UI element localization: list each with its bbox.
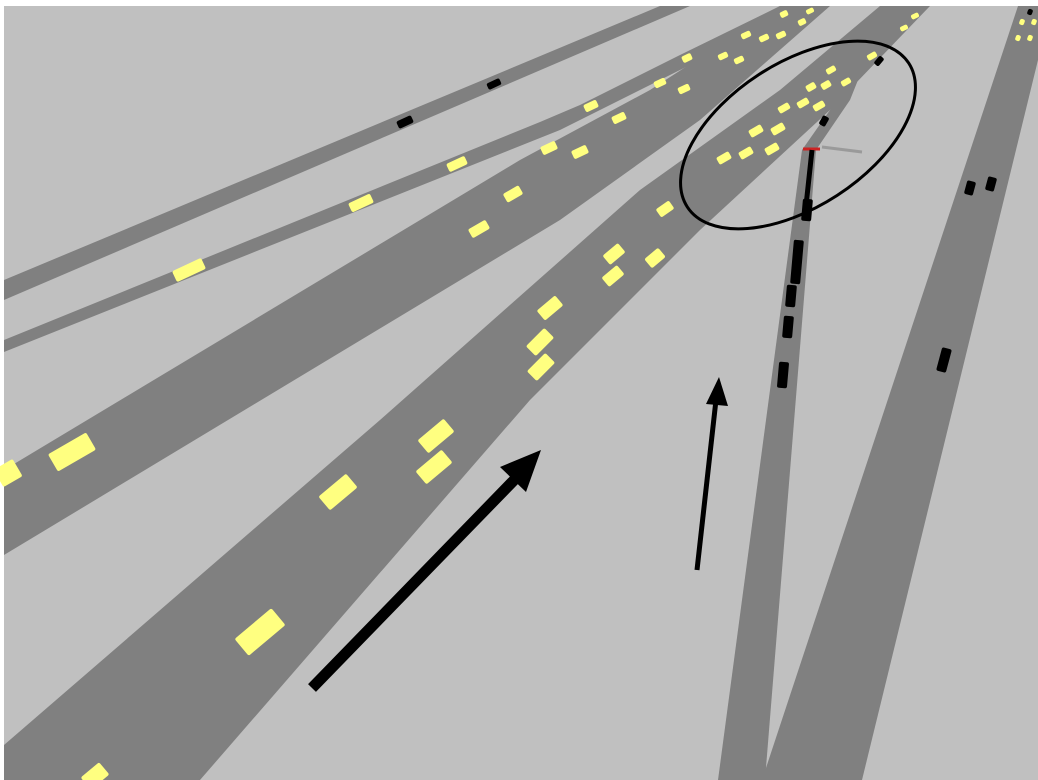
dark-vehicle xyxy=(874,56,884,66)
dark-vehicle xyxy=(782,315,794,339)
highlighted-vehicle xyxy=(899,24,909,32)
highlighted-vehicle xyxy=(540,141,558,155)
road-right xyxy=(762,6,1038,780)
highlighted-vehicle xyxy=(681,53,693,63)
dark-vehicle xyxy=(396,115,414,129)
highlighted-vehicle xyxy=(716,151,732,165)
dark-vehicle xyxy=(964,180,976,196)
highlighted-vehicle xyxy=(770,122,786,136)
dark-vehicle xyxy=(819,115,829,127)
highlighted-vehicle xyxy=(812,100,826,112)
highlighted-vehicle xyxy=(805,7,815,15)
road-merge-connector xyxy=(802,75,860,150)
highlighted-vehicle xyxy=(348,194,374,212)
highlighted-vehicle xyxy=(527,353,555,381)
highlighted-vehicle xyxy=(235,608,285,656)
highlighted-vehicle xyxy=(468,220,490,238)
highlighted-vehicle xyxy=(777,102,791,114)
road-main-left xyxy=(4,6,830,555)
highlighted-vehicle xyxy=(537,296,563,320)
highlighted-vehicle xyxy=(717,51,729,61)
dark-vehicle xyxy=(790,239,804,285)
highlighted-vehicle xyxy=(172,258,206,282)
merge-signal-bar xyxy=(821,145,863,154)
dark-vehicle xyxy=(985,176,997,192)
highlighted-vehicle xyxy=(416,450,452,484)
highlighted-vehicle xyxy=(645,248,665,268)
highlighted-vehicle xyxy=(677,83,691,95)
highlighted-vehicle xyxy=(779,10,789,18)
highlighted-vehicle xyxy=(910,12,920,20)
highlighted-vehicle xyxy=(503,185,523,203)
highlighted-vehicle xyxy=(81,762,109,780)
highlighted-vehicle xyxy=(820,80,832,90)
highlighted-vehicle xyxy=(418,419,454,453)
highlighted-vehicle xyxy=(738,146,754,160)
highlighted-vehicle xyxy=(775,30,787,40)
highlighted-vehicle xyxy=(1031,18,1037,26)
highlighted-vehicle xyxy=(611,112,627,124)
traffic-flow-arrow-ramp xyxy=(694,377,728,571)
highlighted-vehicle xyxy=(603,243,625,265)
highlighted-vehicle xyxy=(0,459,22,487)
highlighted-vehicle xyxy=(446,156,468,172)
road-far-left xyxy=(4,6,690,300)
highlighted-vehicle xyxy=(319,474,357,510)
highlighted-vehicle xyxy=(825,65,837,75)
highlighted-vehicles xyxy=(0,7,1037,780)
merge-area-ellipse xyxy=(679,39,917,231)
dark-vehicle xyxy=(486,78,502,90)
traffic-flow-arrow-mainline xyxy=(308,450,541,692)
highlighted-vehicle xyxy=(1019,18,1025,26)
dark-vehicle xyxy=(785,284,797,308)
road-mainline xyxy=(4,6,930,780)
road-on-ramp xyxy=(718,150,816,780)
highlighted-vehicle xyxy=(733,55,745,65)
highlighted-vehicle xyxy=(526,328,554,356)
dark-vehicle xyxy=(1027,8,1033,16)
highlighted-vehicle xyxy=(1027,34,1033,42)
highlighted-vehicle xyxy=(840,77,852,87)
highlighted-vehicle xyxy=(748,124,764,138)
highlighted-vehicle xyxy=(764,142,780,156)
highlighted-vehicle xyxy=(796,97,810,109)
highlighted-vehicle xyxy=(797,18,807,26)
highlighted-vehicle xyxy=(656,201,674,217)
highlighted-vehicle xyxy=(48,433,96,471)
highlighted-vehicle xyxy=(571,145,589,159)
dark-vehicle xyxy=(936,347,952,373)
highlighted-vehicle xyxy=(758,33,770,43)
highlighted-vehicle xyxy=(583,100,599,112)
highlighted-vehicle xyxy=(1015,34,1021,42)
dark-vehicles xyxy=(396,8,1033,389)
dark-vehicle xyxy=(777,361,789,389)
highlighted-vehicle xyxy=(653,77,667,89)
highlighted-vehicle xyxy=(602,265,624,287)
highlighted-vehicle xyxy=(805,82,817,92)
highlighted-vehicle xyxy=(740,30,752,40)
ramp-queue xyxy=(802,149,815,216)
highlighted-vehicle xyxy=(866,51,878,61)
